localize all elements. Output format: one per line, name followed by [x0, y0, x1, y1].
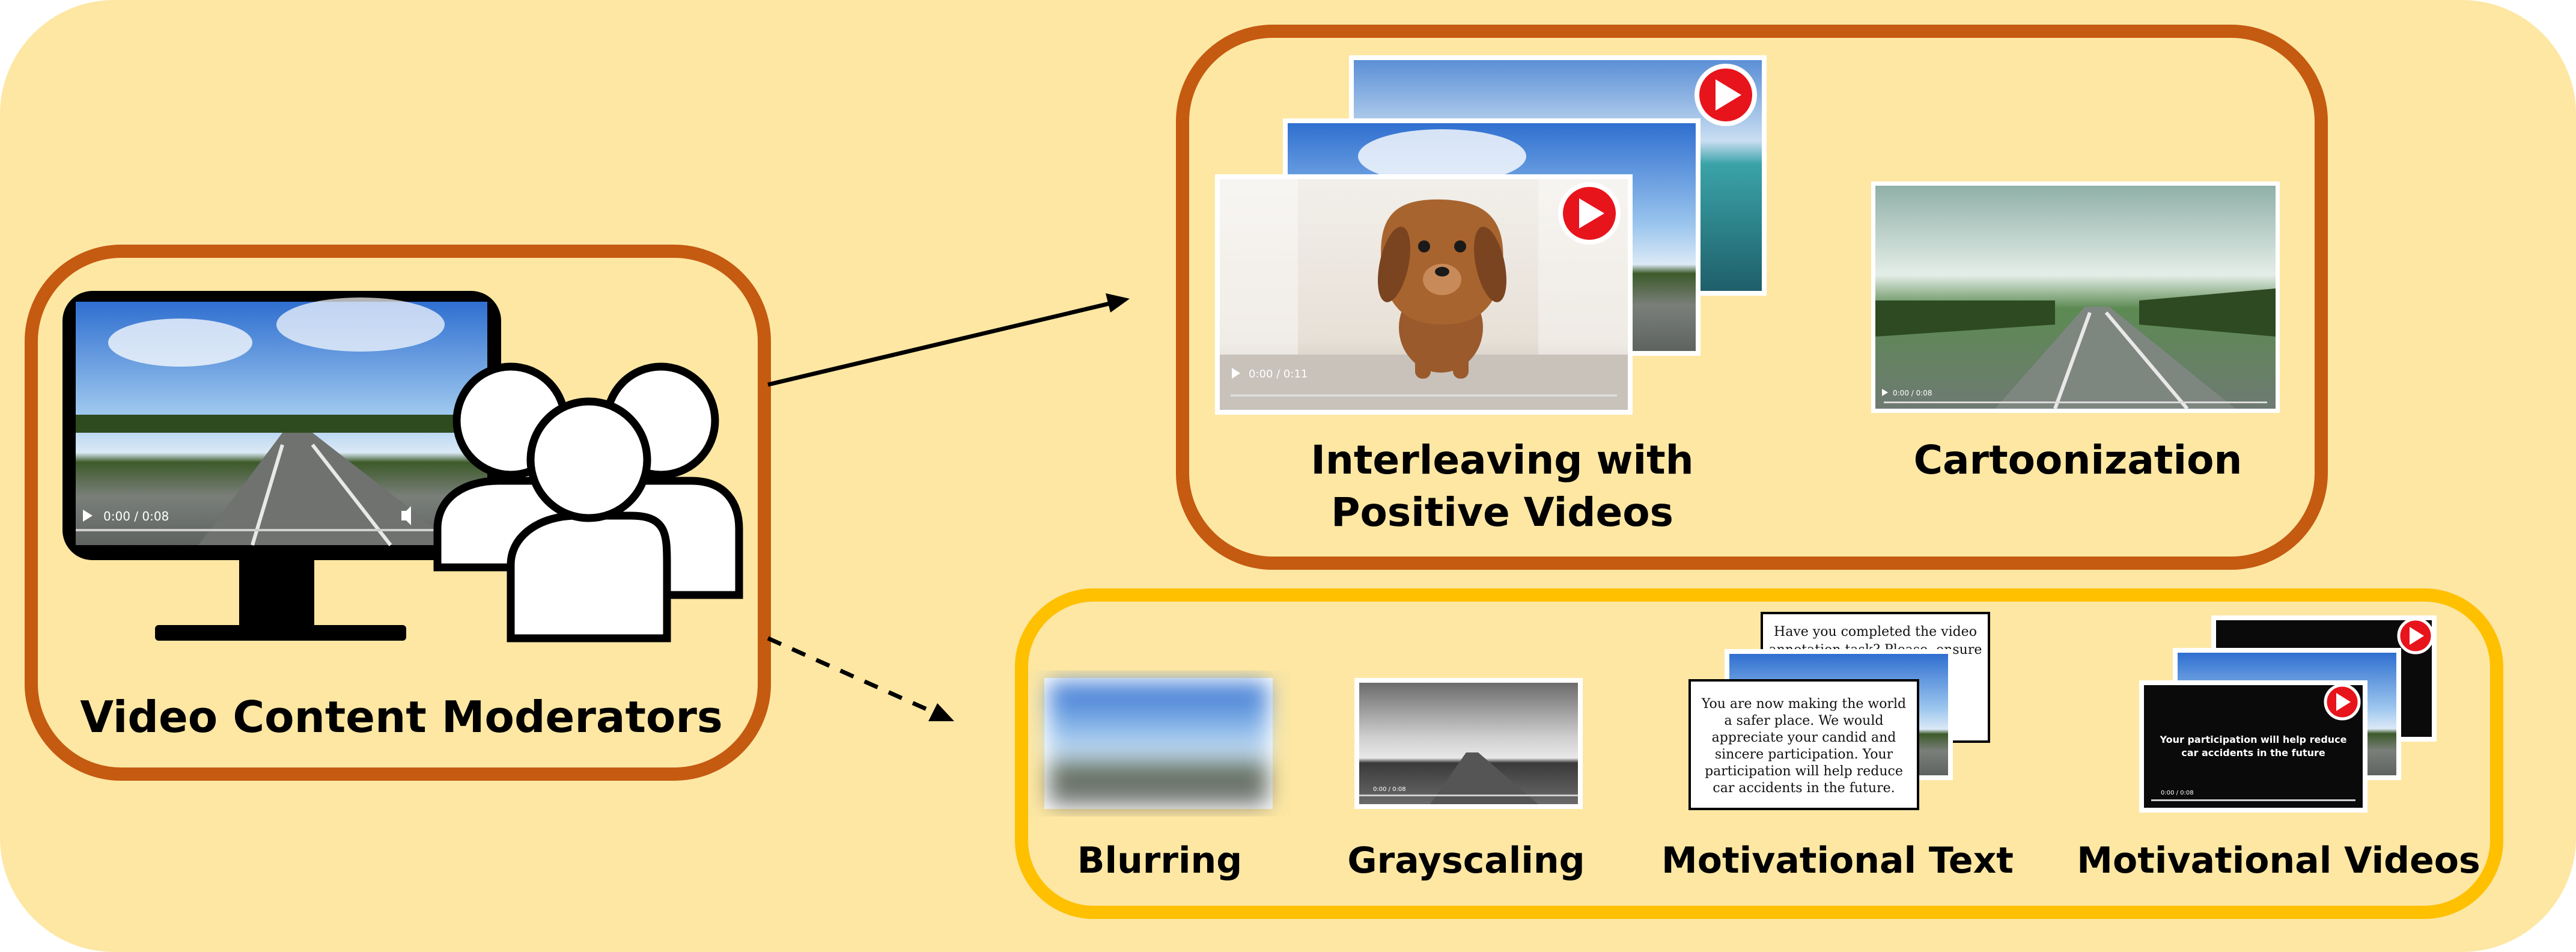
- text-card-line-1: You are now making the world: [1701, 697, 1906, 712]
- blur-label: Blurring: [1077, 840, 1242, 882]
- play-button-motivational-back[interactable]: [2397, 617, 2434, 654]
- video-time-left: 0:00 / 0:08: [103, 509, 169, 523]
- interleave-label-line2: Positive Videos: [1331, 489, 1673, 536]
- motivational-video-line1: Your participation will help reduce: [2159, 734, 2346, 745]
- motivational-video-line2: car accidents in the future: [2181, 747, 2325, 758]
- gray-label: Grayscaling: [1347, 840, 1585, 882]
- video-time-puppy: 0:00 / 0:11: [1249, 368, 1308, 380]
- people-group-icon: [433, 362, 743, 642]
- cartoon-label: Cartoonization: [1914, 437, 2243, 483]
- dashed-arrow: [767, 636, 954, 721]
- text-card-line-5: participation will help reduce: [1705, 764, 1903, 779]
- motivational-card-front: Your participation will help reduce car …: [2139, 680, 2367, 813]
- puppy-icon: [1378, 199, 1506, 379]
- video-card-cartoon: [1871, 182, 2280, 413]
- play-button-front[interactable]: [1558, 182, 1621, 245]
- monitor-icon: [62, 291, 501, 641]
- videos-label: Motivational Videos: [2077, 840, 2480, 882]
- text-card-back-line1: Have you completed the video: [1774, 624, 1977, 639]
- video-time-cartoon: 0:00 / 0:08: [1893, 389, 1932, 397]
- strong-interventions-box: [1176, 25, 2328, 570]
- interleave-label-line1: Interleaving with: [1311, 437, 1693, 483]
- text-card-line-4: sincere participation. Your: [1715, 747, 1893, 762]
- solid-arrow: [767, 293, 1130, 387]
- moderators-label: Video Content Moderators: [80, 692, 722, 742]
- gray-video-time: 0:00 / 0:08: [1373, 786, 1406, 793]
- mild-interventions-box: [1015, 588, 2503, 919]
- video-controls-left[interactable]: 0:00 / 0:08: [76, 506, 487, 531]
- video-controls-puppy[interactable]: 0:00 / 0:11: [1231, 368, 1617, 397]
- text-card-line-2: a safer place. We would: [1725, 713, 1884, 728]
- text-card-line-6: car accidents in the future.: [1713, 781, 1895, 796]
- video-controls-cartoon[interactable]: 0:00 / 0:08: [1882, 389, 2267, 403]
- text-card-line-3: appreciate your candid and: [1712, 730, 1896, 745]
- video-card-blurred: [1044, 678, 1273, 809]
- text-label: Motivational Text: [1661, 840, 2014, 882]
- play-button-back[interactable]: [1694, 64, 1757, 126]
- motivational-video-time: 0:00 / 0:08: [2161, 790, 2194, 796]
- moderators-box: [25, 245, 771, 781]
- video-card-grayscale: [1354, 678, 1583, 809]
- play-button-motivational-front[interactable]: [2324, 683, 2361, 721]
- text-card-front: You are now making the world a safer pla…: [1688, 679, 1919, 810]
